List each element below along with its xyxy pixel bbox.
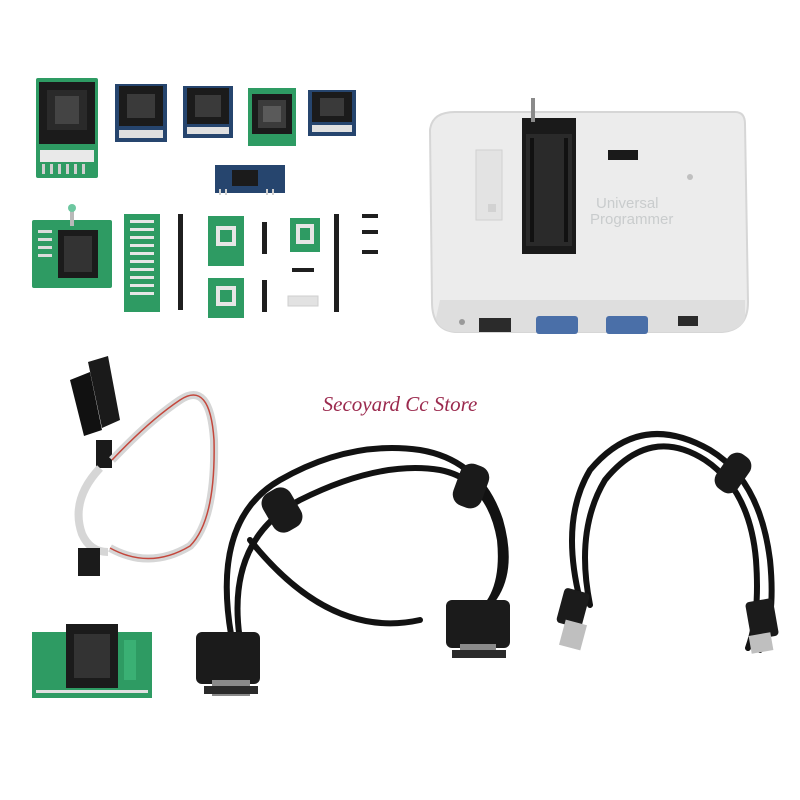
- ferrite-bead-1: [261, 487, 303, 533]
- zif-lever: [531, 98, 535, 122]
- power-port: [678, 316, 698, 326]
- tsop-adapter-board: [124, 214, 160, 312]
- vga-port-1: [536, 316, 578, 334]
- white-pin-strip: [287, 295, 319, 307]
- pin-headers: [178, 214, 378, 312]
- usb-a-plug: [556, 588, 590, 651]
- device-label-line2: Programmer: [590, 211, 674, 228]
- sop8-adapter-board-1: [115, 84, 167, 142]
- sop8-adapter-board-2: [183, 86, 233, 138]
- device-label-line1: Universal: [596, 195, 659, 212]
- sop8-adapter-board-3: [308, 90, 356, 136]
- usb-b-plug: [745, 598, 779, 654]
- sop-adapter-board: [36, 78, 98, 178]
- tsop48-adapter-board: [32, 624, 152, 698]
- idc-connector: [78, 548, 100, 576]
- usb-cable: [569, 431, 775, 653]
- usb-ferrite-bead: [714, 452, 752, 494]
- universal-programmer-device: [428, 98, 750, 334]
- status-led: [687, 174, 693, 180]
- usb-port: [479, 318, 511, 332]
- isp-header: [608, 150, 638, 160]
- adapter-boards: [32, 78, 378, 318]
- store-watermark: Secoyard Cc Store: [322, 392, 478, 416]
- sop-breakout-board-2: [208, 278, 244, 318]
- db15-connector-right: [446, 600, 510, 658]
- soic-test-clip: [70, 356, 219, 576]
- zif-adapter-board: [32, 204, 112, 288]
- db15-programmer-cable: [223, 445, 509, 643]
- vga-port-2: [606, 316, 648, 334]
- ferrite-bead-2: [452, 463, 490, 509]
- db15-connector-left: [196, 632, 260, 696]
- tssop-breakout-board: [290, 218, 320, 252]
- plcc-adapter-board: [248, 88, 296, 146]
- sop-breakout-board-1: [208, 216, 244, 266]
- small-blue-adapter: [215, 165, 285, 195]
